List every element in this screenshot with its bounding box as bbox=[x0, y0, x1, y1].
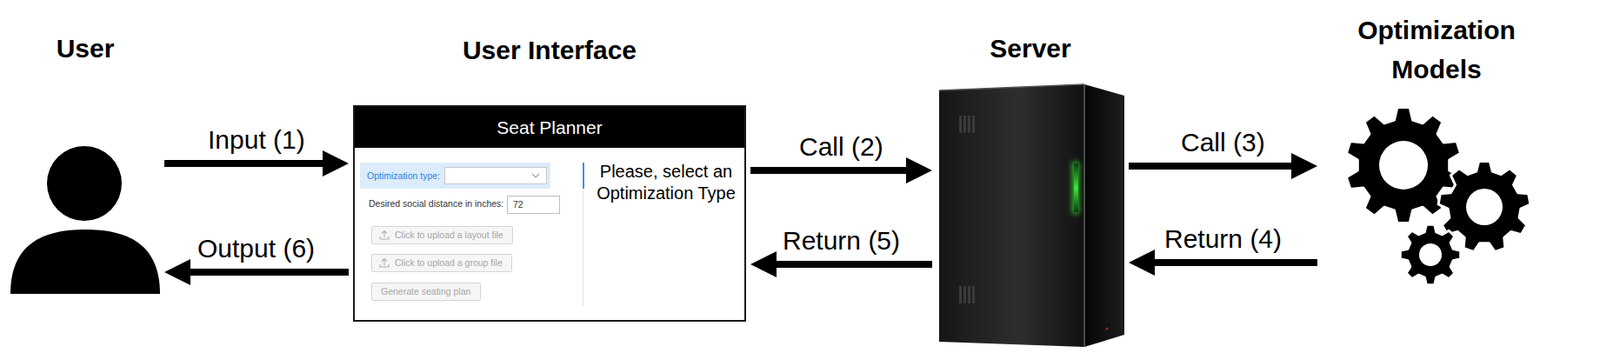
server-power-light bbox=[1106, 327, 1109, 331]
chevron-line bbox=[532, 173, 540, 178]
server-led-glow bbox=[1072, 161, 1080, 214]
button-label: Click to upload a group file bbox=[394, 254, 503, 272]
node-heading: Server bbox=[936, 26, 1125, 72]
input-value: 72 bbox=[513, 196, 524, 214]
edge-label: Call (2) bbox=[797, 132, 886, 162]
server-vent bbox=[959, 115, 975, 134]
arrow-shaft bbox=[164, 160, 325, 167]
arrow-head bbox=[750, 251, 777, 278]
panel-divider bbox=[582, 188, 584, 307]
arrow-head bbox=[1291, 153, 1318, 180]
user-head bbox=[46, 146, 122, 221]
gear-hole bbox=[1419, 243, 1442, 267]
upload-glyph bbox=[380, 259, 389, 268]
title-bar: Seat Planner bbox=[354, 106, 745, 148]
gear-hole bbox=[1466, 188, 1503, 226]
user-body bbox=[10, 229, 160, 294]
edge-label: Return (5) bbox=[780, 226, 902, 256]
upload-icon bbox=[379, 229, 390, 240]
gear-hole bbox=[1379, 140, 1428, 190]
node-heading: User bbox=[10, 26, 160, 72]
server-side bbox=[1084, 84, 1125, 347]
edge-label: Call (3) bbox=[1179, 127, 1267, 158]
gear bbox=[1400, 224, 1460, 285]
arrow-shaft bbox=[188, 268, 349, 276]
edge-label: Return (4) bbox=[1162, 224, 1284, 254]
node-heading: User Interface bbox=[354, 27, 745, 74]
server-front bbox=[939, 84, 1085, 347]
chevron-icon bbox=[531, 173, 540, 179]
node-heading: Optimization Models bbox=[1321, 10, 1552, 89]
server-icon bbox=[930, 76, 1131, 352]
server-edge bbox=[1083, 84, 1086, 347]
models-node: Optimization Models bbox=[1321, 10, 1552, 298]
upload-glyph bbox=[380, 231, 389, 240]
server-vent bbox=[959, 286, 975, 304]
dropdown-box bbox=[444, 166, 547, 185]
arrow-head bbox=[906, 157, 933, 184]
button-label: Generate seating plan bbox=[380, 283, 471, 300]
panel-divider bbox=[582, 162, 585, 189]
upload-button: Click to upload a layout file bbox=[371, 226, 514, 245]
arrow-shaft bbox=[750, 166, 908, 174]
prompt-text: Please, select an Optimization Type bbox=[589, 160, 743, 205]
arrow-shaft bbox=[774, 260, 933, 268]
edge-label: Input (1) bbox=[206, 125, 307, 155]
arrow-shaft bbox=[1128, 162, 1294, 170]
field-label: Desired social distance in inches: bbox=[368, 197, 504, 210]
window-title: Seat Planner bbox=[354, 106, 745, 148]
upload-button: Click to upload a group file bbox=[371, 253, 513, 273]
field-label: Optimization type: bbox=[366, 162, 440, 189]
server-top-edge bbox=[939, 84, 1085, 91]
upload-icon bbox=[379, 257, 390, 268]
server-led bbox=[1073, 163, 1079, 213]
arrow-head bbox=[322, 150, 349, 177]
user-icon bbox=[10, 146, 162, 296]
generate-button: Generate seating plan bbox=[371, 282, 481, 301]
arrow-head bbox=[1128, 249, 1155, 276]
arrow-shaft bbox=[1153, 259, 1318, 267]
number-input: 72 bbox=[506, 195, 560, 214]
button-label: Click to upload a layout file bbox=[394, 226, 504, 244]
gears-icon bbox=[1321, 10, 1552, 298]
arrow-head bbox=[164, 259, 191, 286]
ui-window: User InterfacePlease, select an Optimiza… bbox=[353, 105, 747, 322]
edge-label: Output (6) bbox=[195, 233, 317, 264]
server-node: Server bbox=[936, 26, 1125, 347]
actor-node: User bbox=[10, 26, 160, 294]
select-row: Optimization type: bbox=[360, 162, 551, 189]
